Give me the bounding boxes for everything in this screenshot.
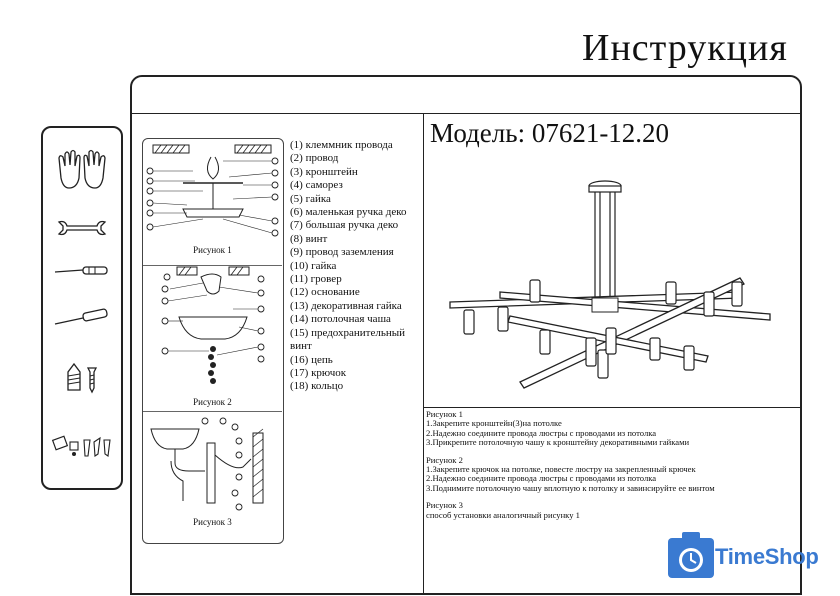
list-item: (4) саморез xyxy=(290,179,343,192)
timeshop-logo-icon xyxy=(668,532,714,578)
figure-2: Рисунок 2 xyxy=(143,265,282,412)
screws-icon xyxy=(43,360,121,394)
terminal-block-icon xyxy=(43,432,121,460)
instruction-steps: Рисунок 1 1.Закрепите кронштейн(3)на пот… xyxy=(424,407,802,567)
list-item: (8) винт xyxy=(290,232,328,245)
step-text: 1.Закрепите кронштейн(3)на потолке xyxy=(426,418,562,429)
figures-panel: Рисунок 1 Рисунок 2 xyxy=(142,138,284,544)
list-item: (17) крючок xyxy=(290,366,347,379)
gloves-icon xyxy=(43,148,121,192)
list-item: (5) гайка xyxy=(290,192,331,205)
figure-3: Рисунок 3 xyxy=(143,411,282,543)
step-text: 2.Надежно соедините провода люстры с про… xyxy=(426,427,657,438)
figure-2-caption: Рисунок 2 xyxy=(193,397,232,407)
instruction-frame xyxy=(130,75,802,595)
list-item: (10) гайка xyxy=(290,259,337,272)
list-item: (16) цепь xyxy=(290,353,333,366)
list-item: (7) большая ручка деко xyxy=(290,219,399,232)
timeshop-logo-text: TimeShop xyxy=(715,544,819,569)
step-text: 3.Поднимите потолочную чашу вплотную к п… xyxy=(426,482,715,493)
list-item: (15) предохранительный xyxy=(290,326,406,339)
list-item: (2) провод xyxy=(290,152,339,165)
figure-1-caption: Рисунок 1 xyxy=(193,245,232,255)
list-item: (3) кронштейн xyxy=(290,165,358,178)
wrench-icon xyxy=(43,218,121,238)
screwdriver-flat-icon xyxy=(43,264,121,278)
screwdriver-phillips-icon xyxy=(43,308,121,328)
step-text: способ установки аналогичный рисунку 1 xyxy=(426,509,580,520)
column-divider xyxy=(423,114,424,594)
frame-header-divider xyxy=(132,113,800,114)
step-heading: Рисунок 1 xyxy=(426,409,463,419)
step-text: 2.Надежно соедините провода люстры с про… xyxy=(426,473,657,484)
list-item: (14) потолочная чаша xyxy=(290,313,391,326)
step-heading: Рисунок 3 xyxy=(426,500,463,511)
list-item: (13) декоративная гайка xyxy=(290,299,402,312)
page-title: Инструкция xyxy=(582,27,788,69)
step-text: 3.Прикрепите потолочную чашу к кронштейн… xyxy=(426,437,690,448)
figure-3-caption: Рисунок 3 xyxy=(193,517,232,527)
list-item: (12) основание xyxy=(290,286,360,299)
list-item: винт xyxy=(290,340,312,353)
model-title: Модель: 07621-12.20 xyxy=(430,118,670,148)
list-item: (9) провод заземления xyxy=(290,246,394,259)
figure-1: Рисунок 1 xyxy=(143,139,282,266)
chandelier-illustration xyxy=(449,180,771,389)
step-heading: Рисунок 2 xyxy=(426,454,463,465)
list-item: (6) маленькая ручка деко xyxy=(290,206,407,219)
list-item: (1) клеммник провода xyxy=(290,139,393,151)
list-item: (18) кольцо xyxy=(290,380,344,393)
tools-panel xyxy=(41,126,123,490)
step-text: 1.Закрепите крючок на потолке, повесте л… xyxy=(426,464,696,475)
list-item: (11) гровер xyxy=(290,273,342,286)
parts-list: (1) клеммник провода (2) провод (3) крон… xyxy=(290,139,420,394)
